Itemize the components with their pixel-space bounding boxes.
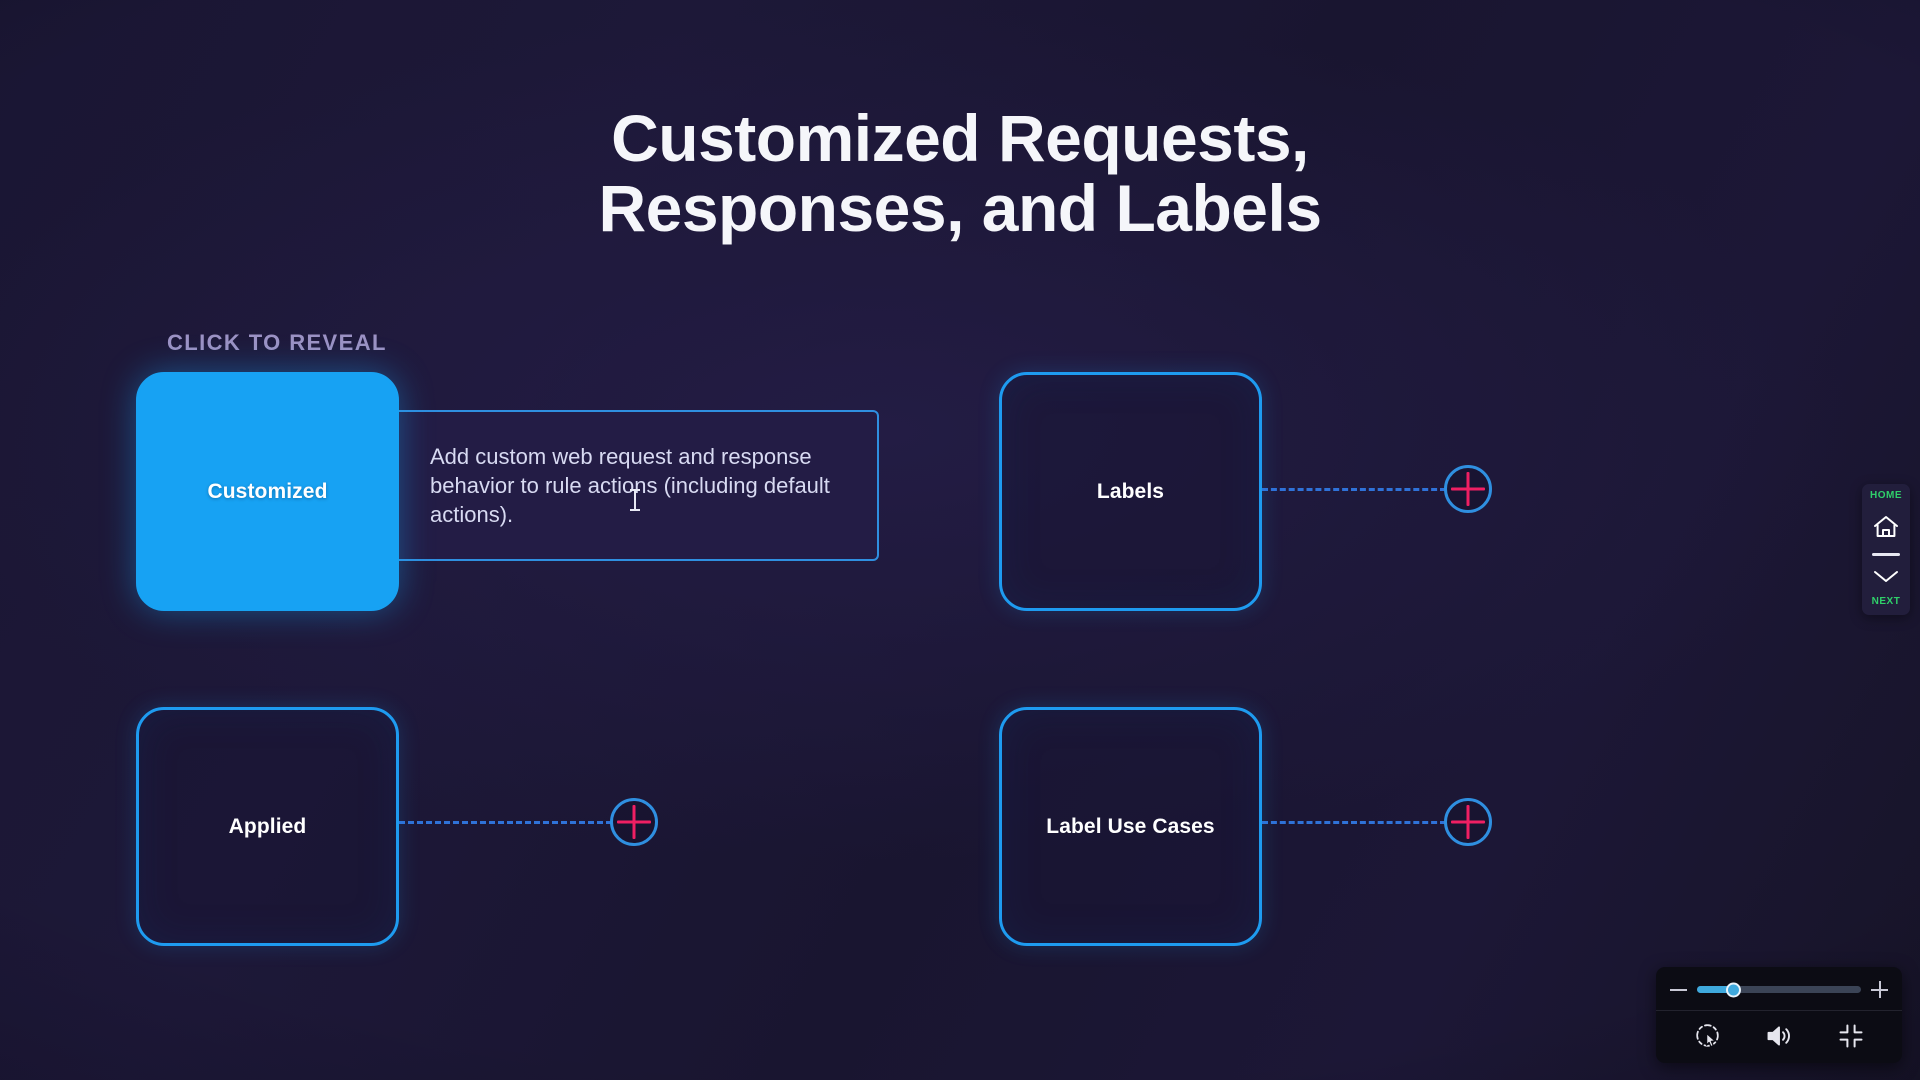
card-customized-description-panel: Add custom web request and response beha… (396, 410, 879, 561)
dashed-line-labels (1262, 487, 1446, 491)
home-label: HOME (1870, 490, 1902, 501)
page-title-line-2: Responses, and Labels (598, 170, 1322, 245)
connector-labels (1262, 465, 1492, 513)
connector-applied (399, 798, 658, 846)
chevron-down-icon[interactable] (1873, 570, 1899, 583)
connector-label-use-cases (1262, 798, 1492, 846)
card-applied-label: Applied (228, 814, 307, 838)
zoom-slider[interactable] (1697, 982, 1861, 997)
click-to-reveal-hint: CLICK TO REVEAL (167, 330, 387, 355)
rail-divider (1872, 552, 1900, 556)
action-row (1656, 1011, 1902, 1063)
navigation-rail: HOME NEXT (1862, 484, 1910, 615)
zoom-in-icon[interactable] (1871, 981, 1888, 998)
player-control-bar (1656, 967, 1902, 1063)
dashed-line-label-use-cases (1262, 820, 1446, 824)
cursor-pointer-icon[interactable] (1695, 1023, 1721, 1049)
plus-icon-labels[interactable] (1444, 465, 1492, 513)
card-label-use-cases[interactable]: Label Use Cases (999, 707, 1262, 946)
card-customized[interactable]: Customized (136, 372, 399, 611)
home-icon[interactable] (1873, 515, 1899, 538)
plus-icon-applied[interactable] (610, 798, 658, 846)
card-customized-label: Customized (207, 479, 328, 503)
dashed-line-applied (399, 820, 612, 824)
card-applied[interactable]: Applied (136, 707, 399, 946)
page-title: Customized Requests, Responses, and Labe… (0, 101, 1920, 245)
card-customized-description-text: Add custom web request and response beha… (430, 443, 830, 528)
card-labels-label: Labels (1096, 479, 1165, 503)
collapse-fullscreen-icon[interactable] (1838, 1023, 1864, 1049)
zoom-out-icon[interactable] (1670, 981, 1687, 998)
next-label: NEXT (1871, 596, 1901, 607)
page-title-line-1: Customized Requests, (611, 101, 1309, 175)
card-labels[interactable]: Labels (999, 372, 1262, 611)
zoom-slider-thumb[interactable] (1726, 982, 1742, 997)
plus-icon-label-use-cases[interactable] (1444, 798, 1492, 846)
volume-icon[interactable] (1766, 1024, 1793, 1048)
zoom-row (1656, 967, 1902, 1011)
zoom-slider-fill (1697, 986, 1734, 993)
card-label-use-cases-label: Label Use Cases (1046, 814, 1215, 838)
